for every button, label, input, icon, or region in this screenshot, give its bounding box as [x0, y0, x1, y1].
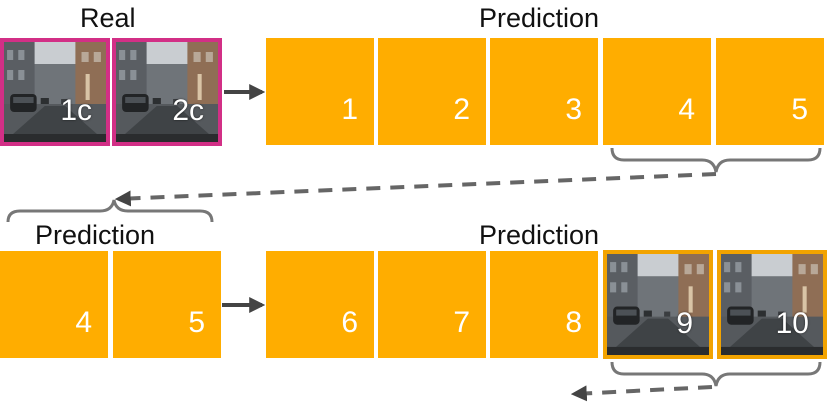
pred-frame-4: 4 [603, 38, 711, 145]
prev-pred-frame-5: 5 [113, 251, 221, 358]
real-frame-2: 2c [112, 38, 222, 146]
pred-image-frame-9: 9 [603, 250, 713, 359]
frame-number: 5 [791, 93, 808, 126]
pred-frame-8: 8 [490, 251, 598, 358]
brace-top-right [610, 147, 822, 173]
frame-number: 1 [341, 93, 358, 126]
real-title: Real [80, 3, 136, 33]
dashed-arrow-bottom [570, 385, 713, 402]
frame-number: 4 [678, 93, 695, 126]
real-frame-1: 1c [0, 38, 110, 146]
frame-number: 10 [775, 307, 809, 340]
frame-number: 5 [188, 306, 205, 339]
dashed-arrow-top [114, 172, 717, 207]
frame-number: 1c [60, 94, 92, 127]
frame-number: 3 [565, 93, 582, 126]
frame-number: 2 [453, 93, 470, 126]
pred-frame-6: 6 [266, 251, 374, 358]
pred-image-frame-10: 10 [717, 250, 827, 359]
pred-frame-5: 5 [716, 38, 824, 145]
pred-frame-3: 3 [490, 38, 598, 145]
frame-number: 9 [676, 307, 693, 340]
brace-bottom-right [610, 361, 822, 387]
brace-left [6, 199, 214, 223]
frame-number: 8 [565, 306, 582, 339]
frame-number: 4 [75, 306, 92, 339]
frame-number: 6 [341, 306, 358, 339]
pred-frame-7: 7 [378, 251, 486, 358]
prediction-title-top: Prediction [479, 3, 600, 33]
pred-frame-1: 1 [266, 38, 374, 145]
frame-number: 2c [172, 94, 204, 127]
prediction-title-left: Prediction [35, 220, 156, 250]
frame-number: 7 [453, 306, 470, 339]
prediction-title-bottom: Prediction [479, 220, 600, 250]
prev-pred-frame-4: 4 [0, 251, 108, 358]
pred-frame-2: 2 [378, 38, 486, 145]
